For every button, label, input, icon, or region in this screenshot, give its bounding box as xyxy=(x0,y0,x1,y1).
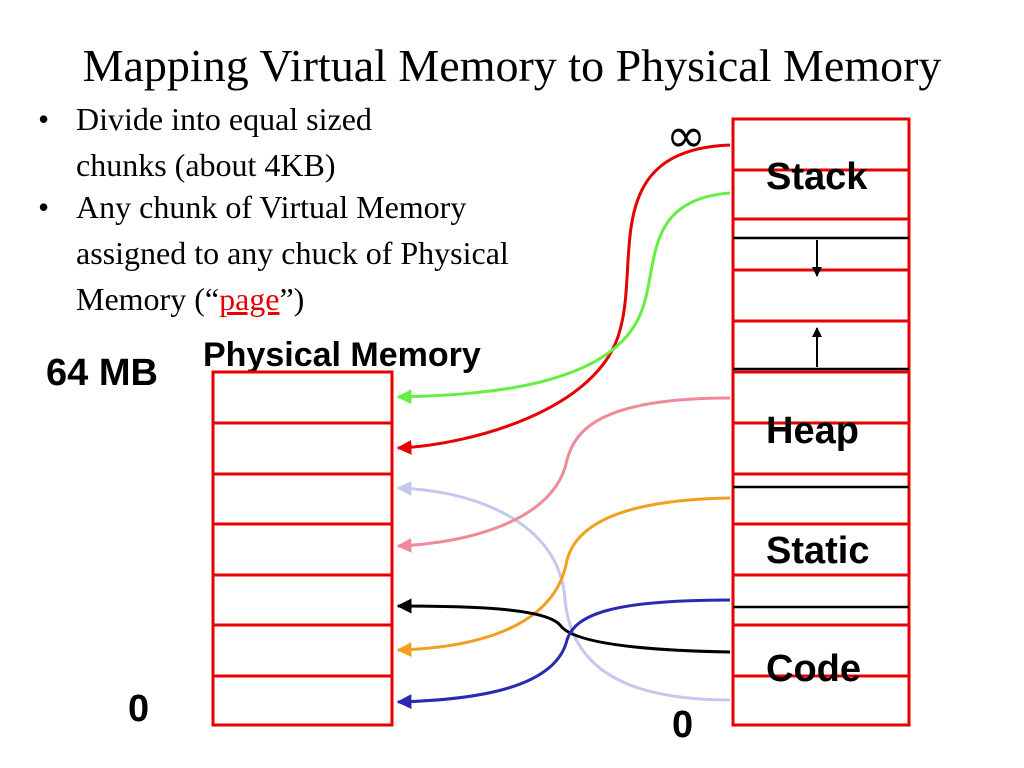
bullet-2-line-3-suffix: ”) xyxy=(279,281,305,317)
virtual-memory-column xyxy=(731,117,911,727)
mapping-curves xyxy=(396,143,731,710)
bullet-list: • Divide into equal sized chunks (about … xyxy=(34,96,634,322)
bullet-item-2: • Any chunk of Virtual Memory assigned t… xyxy=(34,184,634,322)
bullet-2-line-1: Any chunk of Virtual Memory xyxy=(76,189,467,225)
mapping-curve-pink xyxy=(396,396,731,553)
bullet-2-line-3-prefix: Memory (“ xyxy=(76,281,220,317)
virtual-page xyxy=(731,573,911,627)
bullet-item-1: • Divide into equal sized chunks (about … xyxy=(34,96,634,188)
physical-bottom-label: 0 xyxy=(128,688,150,730)
mapping-curve-orange xyxy=(396,496,731,658)
physical-page xyxy=(211,472,394,526)
physical-top-label: 64 MB xyxy=(46,352,158,394)
mapping-curve-red xyxy=(396,143,731,455)
bullet-dot-icon: • xyxy=(38,189,50,225)
physical-page xyxy=(211,522,394,577)
region-label-static: Static xyxy=(766,530,870,572)
physical-page xyxy=(211,370,394,425)
virtual-page xyxy=(731,319,911,374)
physical-page xyxy=(211,674,394,727)
virtual-page xyxy=(731,217,911,272)
virtual-page xyxy=(731,268,911,323)
region-label-code: Code xyxy=(766,648,861,690)
virtual-page xyxy=(731,674,911,727)
bullet-dot-icon: • xyxy=(38,101,50,137)
virtual-bottom-label: 0 xyxy=(672,704,694,746)
virtual-page xyxy=(731,472,911,526)
physical-page xyxy=(211,421,394,476)
region-label-heap: Heap xyxy=(766,410,859,452)
slide-title: Mapping Virtual Memory to Physical Memor… xyxy=(82,40,942,91)
bullet-1-line-2: chunks (about 4KB) xyxy=(76,147,336,183)
bullet-2-line-2: assigned to any chuck of Physical xyxy=(76,235,509,271)
physical-memory-label: Physical Memory xyxy=(203,336,481,374)
mapping-curve-black xyxy=(396,598,731,654)
region-label-stack: Stack xyxy=(766,156,868,198)
physical-page xyxy=(211,623,394,678)
mapping-curve-lavender xyxy=(396,480,731,702)
page-link[interactable]: page xyxy=(219,281,280,317)
physical-page xyxy=(211,573,394,627)
physical-memory-column xyxy=(211,370,394,727)
mapping-curve-green xyxy=(396,191,731,405)
mapping-curve-blue xyxy=(396,598,731,710)
virtual-top-label: ∞ xyxy=(666,108,706,164)
bullet-1-line-1: Divide into equal sized xyxy=(76,101,372,137)
